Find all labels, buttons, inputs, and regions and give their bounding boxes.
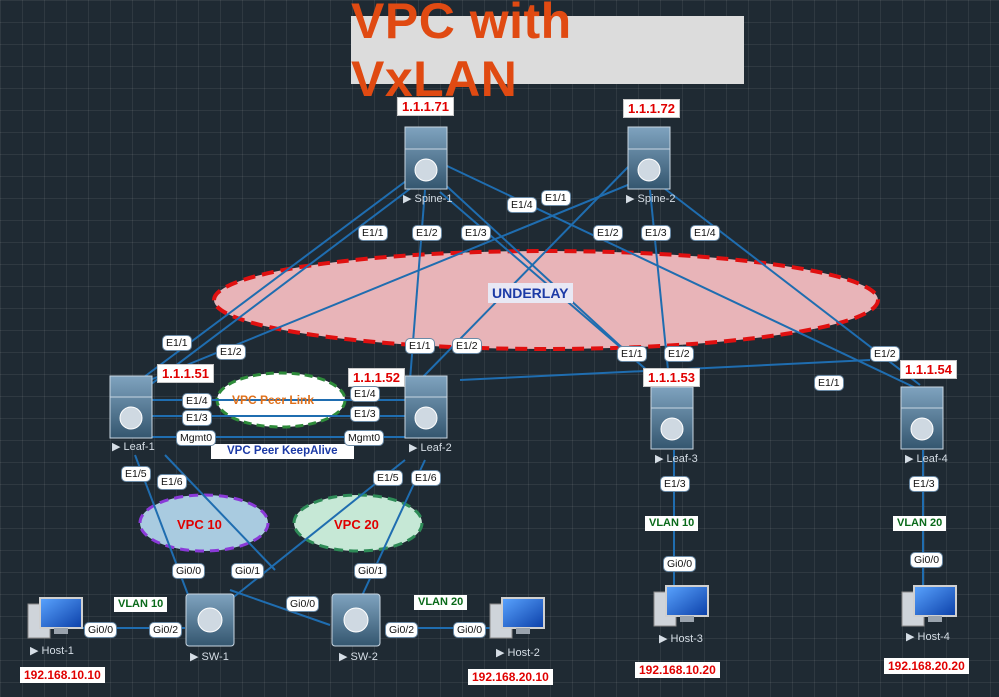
port-leaf2-e11: E1/1 [405, 338, 435, 354]
port-leaf2-e15: E1/5 [373, 470, 403, 486]
port-host3-gi00: Gi0/0 [663, 556, 697, 572]
sw-1-switch[interactable] [185, 593, 235, 647]
host-3-name: ▶ Host-3 [659, 633, 703, 645]
host-4-ip: 192.168.20.20 [884, 658, 969, 674]
port-leaf1-e15: E1/5 [121, 466, 151, 482]
port-sw1-gi02: Gi0/2 [149, 622, 183, 638]
host-2-ip: 192.168.20.10 [468, 669, 553, 685]
port-leaf2-e16: E1/6 [411, 470, 441, 486]
port-leaf1-mgmt0: Mgmt0 [176, 430, 217, 446]
spine-2-name: ▶ Spine-2 [626, 193, 676, 205]
leaf-1-name: ▶ Leaf-1 [112, 441, 155, 453]
leaf-2-ip: 1.1.1.52 [348, 368, 405, 387]
spine-2-ip: 1.1.1.72 [623, 99, 680, 118]
vlan-leaf4-host4: VLAN 20 [893, 516, 947, 531]
port-spine1-e12: E1/2 [412, 225, 442, 241]
port-spine1-e13: E1/3 [461, 225, 491, 241]
port-leaf3-e13: E1/3 [660, 476, 690, 492]
port-spine2-e11: E1/1 [541, 190, 571, 206]
vlan-sw2-host2: VLAN 20 [414, 595, 468, 610]
leaf-3-ip: 1.1.1.53 [643, 368, 700, 387]
leaf-3-name: ▶ Leaf-3 [655, 453, 698, 465]
port-host2-gi00: Gi0/0 [453, 622, 487, 638]
host-2-name: ▶ Host-2 [496, 647, 540, 659]
host-4-name: ▶ Host-4 [906, 631, 950, 643]
underlay-label: UNDERLAY [488, 283, 573, 303]
port-leaf1-e14: E1/4 [182, 393, 212, 409]
leaf-2-name: ▶ Leaf-2 [409, 442, 452, 454]
sw-2-switch[interactable] [331, 593, 381, 647]
port-leaf4-e11: E1/1 [814, 375, 844, 391]
sw-1-name: ▶ SW-1 [190, 651, 229, 663]
spine-1-name: ▶ Spine-1 [403, 193, 453, 205]
sw-2-name: ▶ SW-2 [339, 651, 378, 663]
vpc10-label: VPC 10 [177, 517, 222, 532]
leaf-4-ip: 1.1.1.54 [900, 360, 957, 379]
port-leaf3-e11: E1/1 [617, 346, 647, 362]
port-leaf2-e12: E1/2 [452, 338, 482, 354]
leaf-1-switch[interactable] [109, 375, 153, 439]
host-3-pc[interactable] [653, 585, 709, 627]
diagram-title: VPC with VxLAN [351, 0, 572, 107]
port-spine1-e11: E1/1 [358, 225, 388, 241]
spine-2-switch[interactable] [627, 126, 671, 190]
port-host1-gi00: Gi0/0 [84, 622, 118, 638]
port-spine2-e12: E1/2 [593, 225, 623, 241]
port-leaf1-e16: E1/6 [157, 474, 187, 490]
port-sw2-gi00: Gi0/0 [286, 596, 320, 612]
host-3-ip: 192.168.10.20 [635, 662, 720, 678]
host-2-pc[interactable] [489, 597, 545, 639]
port-spine2-e13: E1/3 [641, 225, 671, 241]
port-spine2-e14: E1/4 [690, 225, 720, 241]
leaf-3-switch[interactable] [650, 386, 694, 450]
port-leaf2-e14: E1/4 [350, 386, 380, 402]
title-banner: VPC with VxLAN [351, 0, 744, 107]
leaf-4-switch[interactable] [900, 386, 944, 450]
port-leaf3-e12: E1/2 [664, 346, 694, 362]
vpc-peer-link-label: VPC Peer Link [232, 393, 315, 407]
port-leaf2-e13: E1/3 [350, 406, 380, 422]
leaf-4-name: ▶ Leaf-4 [905, 453, 948, 465]
port-leaf4-e13: E1/3 [909, 476, 939, 492]
spine-1-switch[interactable] [404, 126, 448, 190]
port-host4-gi00: Gi0/0 [910, 552, 944, 568]
port-spine1-e14: E1/4 [507, 197, 537, 213]
host-4-pc[interactable] [901, 585, 957, 627]
port-sw2-gi01: Gi0/1 [354, 563, 388, 579]
leaf-1-ip: 1.1.1.51 [157, 364, 214, 383]
leaf-2-switch[interactable] [404, 375, 448, 439]
host-1-name: ▶ Host-1 [30, 645, 74, 657]
spine-1-ip: 1.1.1.71 [397, 97, 454, 116]
host-1-pc[interactable] [27, 597, 83, 639]
port-leaf4-e12: E1/2 [870, 346, 900, 362]
vpc10-ellipse [138, 493, 270, 553]
port-leaf1-e13: E1/3 [182, 410, 212, 426]
port-leaf2-mgmt0: Mgmt0 [344, 430, 385, 446]
vpc-peer-keepalive-label: VPC Peer KeepAlive [211, 444, 354, 459]
port-sw1-gi01: Gi0/1 [231, 563, 265, 579]
port-sw2-gi02: Gi0/2 [385, 622, 419, 638]
port-sw1-gi00: Gi0/0 [172, 563, 206, 579]
vlan-sw1-host1: VLAN 10 [114, 597, 168, 612]
host-1-ip: 192.168.10.10 [20, 667, 105, 683]
vpc20-label: VPC 20 [334, 517, 379, 532]
port-leaf1-e11: E1/1 [162, 335, 192, 351]
port-leaf1-e12: E1/2 [216, 344, 246, 360]
vlan-leaf3-host3: VLAN 10 [645, 516, 699, 531]
